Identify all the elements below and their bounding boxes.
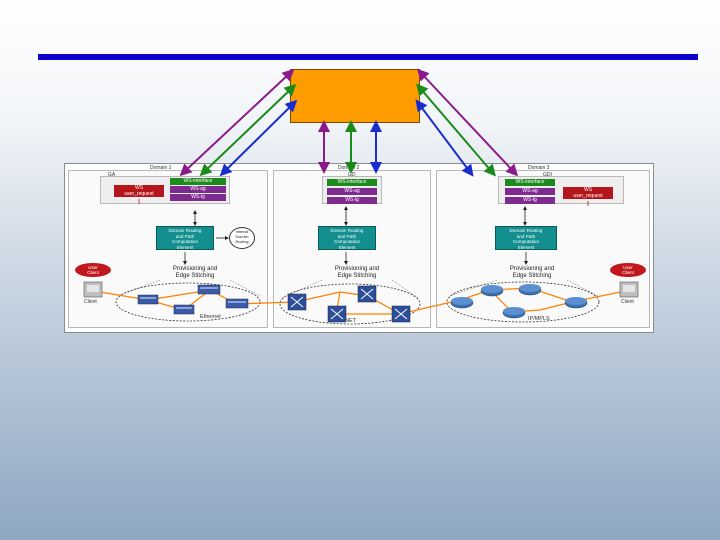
domain-2-ws-ag: WS-ag bbox=[327, 188, 377, 195]
internal-routing-bubble: Internal Domain Routing bbox=[229, 227, 255, 249]
domain-1-sub: GA bbox=[108, 172, 116, 178]
domain-1-ws-interface: WS-interface bbox=[170, 178, 226, 185]
sonet-label: SONET bbox=[337, 318, 356, 324]
domain-3-ws-ag: WS-ag bbox=[505, 188, 555, 195]
client-label-left: Client bbox=[84, 299, 97, 305]
domain-3-ws-lg: WS-lg bbox=[505, 197, 555, 204]
domain-1-title: Domain 1 bbox=[150, 165, 172, 171]
ethernet-cloud bbox=[115, 282, 261, 322]
client-computer-left bbox=[83, 281, 103, 298]
router-5 bbox=[564, 297, 588, 309]
domain-2-provisioning-label: Provisioning and Edge Stitching bbox=[334, 266, 380, 279]
arrow-purple-right bbox=[416, 68, 519, 177]
client-computer-right bbox=[619, 281, 639, 298]
sonet-cloud bbox=[279, 283, 421, 325]
user-client-left: User Client bbox=[75, 263, 111, 277]
ethernet-switch-4 bbox=[225, 298, 249, 309]
router-1 bbox=[450, 297, 474, 309]
domain-3-routing-engine: Domain Routing and Path Computation Elem… bbox=[495, 226, 557, 250]
domain-1-ws-ag: WS-ag bbox=[170, 186, 226, 193]
domain-2-ws-lg: WS-lg bbox=[327, 197, 377, 204]
domain-1-ws-lg: WS-lg bbox=[170, 194, 226, 201]
ethernet-switch-2 bbox=[197, 284, 221, 295]
domain-2-ws-interface: WS-interface bbox=[327, 179, 377, 186]
ipmpls-label: IP/MPLS bbox=[528, 316, 550, 322]
arrow-green-right bbox=[416, 83, 496, 177]
router-3 bbox=[518, 284, 542, 296]
domain-1-provisioning-label: Provisioning and Edge Stitching bbox=[172, 266, 218, 279]
domain-2-sub: GD bbox=[348, 172, 356, 178]
domain-3-title: Domain 3 bbox=[528, 165, 550, 171]
ethernet-label: Ethernet bbox=[200, 314, 221, 320]
title-bar bbox=[38, 54, 698, 60]
arrow-green-left bbox=[199, 83, 297, 177]
sonet-node-2 bbox=[357, 285, 377, 303]
user-client-right: User Client bbox=[610, 263, 646, 277]
sonet-node-3 bbox=[327, 305, 347, 323]
client-label-right: Client bbox=[621, 299, 634, 305]
arrow-blue-left bbox=[219, 99, 298, 177]
domain-3-ws-interface: WS-interface bbox=[505, 179, 555, 186]
ipmpls-cloud bbox=[446, 281, 600, 323]
router-4 bbox=[502, 307, 526, 319]
ethernet-switch-1 bbox=[137, 294, 159, 305]
domain-1-routing-engine: Domain Routing and Path Computation Elem… bbox=[156, 226, 214, 250]
ethernet-switch-3 bbox=[173, 304, 195, 315]
domain-3-provisioning-label: Provisioning and Edge Stitching bbox=[509, 266, 555, 279]
sonet-node-1 bbox=[287, 293, 307, 311]
sonet-node-4 bbox=[391, 305, 411, 323]
arrow-blue-right bbox=[415, 99, 474, 177]
domain-2-routing-engine: Domain Routing and Path Computation Elem… bbox=[318, 226, 376, 250]
domain-3-sub: GDI bbox=[543, 172, 552, 178]
domain-3-ws-user-request: WS user_request bbox=[563, 187, 613, 199]
domain-1-ws-user-request: WS user_request bbox=[114, 185, 164, 197]
router-2 bbox=[480, 285, 504, 297]
